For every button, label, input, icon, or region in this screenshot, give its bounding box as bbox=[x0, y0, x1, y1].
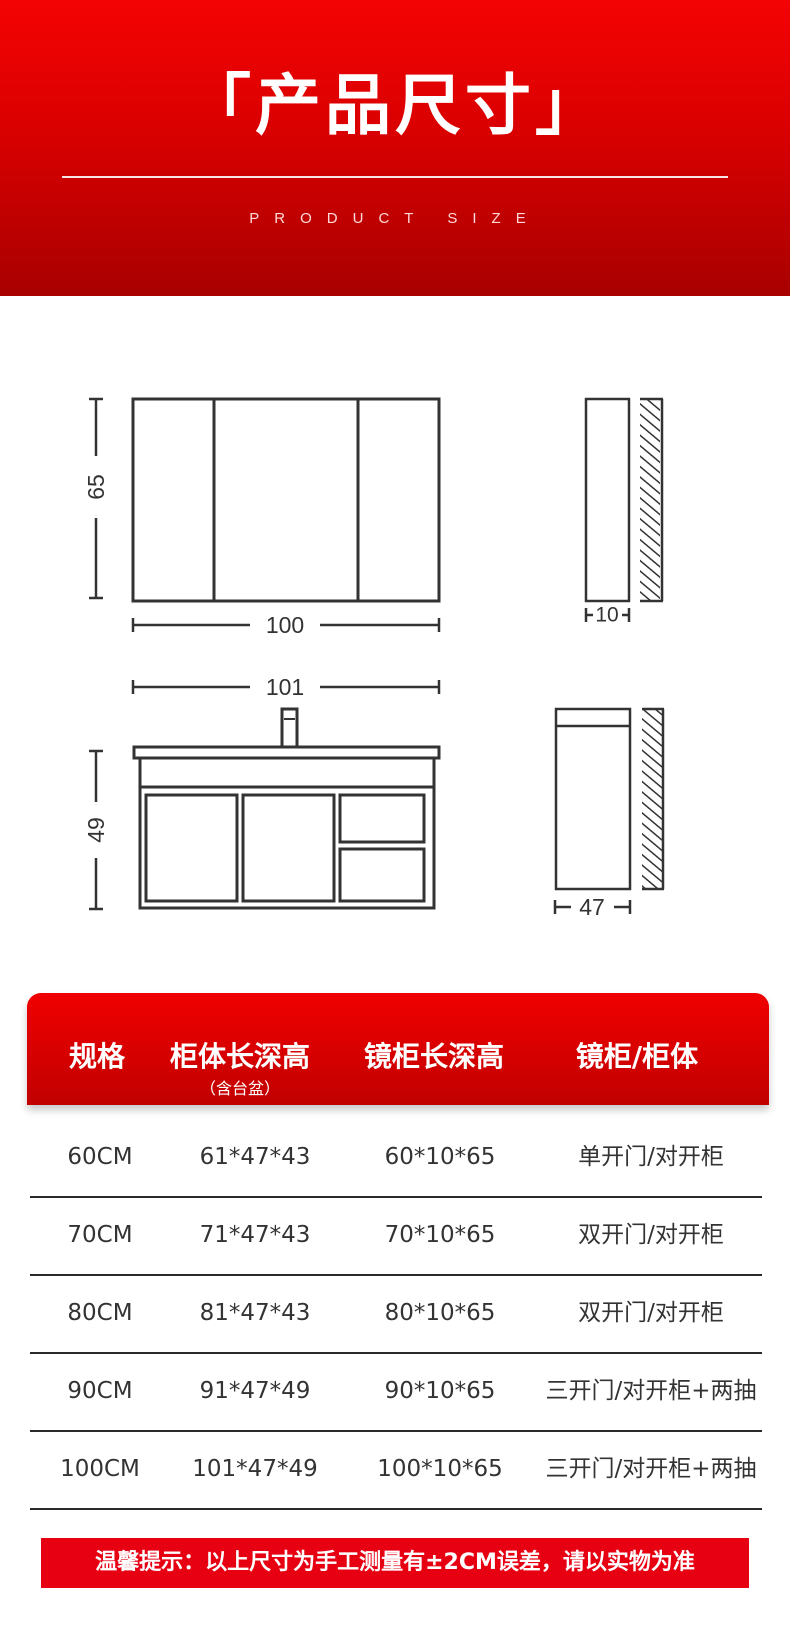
page-subtitle: PRODUCT SIZE bbox=[249, 210, 541, 227]
table-row: 70CM 71*47*43 70*10*65 双开门/对开柜 bbox=[30, 1196, 762, 1276]
cabinet-height-label: 49 bbox=[83, 817, 109, 843]
table-header-type: 镜柜/柜体 bbox=[575, 1040, 699, 1073]
page-title: 「产品尺寸」 bbox=[185, 67, 605, 144]
banner-divider bbox=[62, 176, 728, 178]
mirror-depth-dimension bbox=[584, 608, 631, 622]
mirror-height-label: 65 bbox=[83, 474, 109, 500]
cabinet-width-dimension bbox=[131, 680, 441, 694]
table-header-cabinet: 柜体长深高 （含台盆） bbox=[155, 993, 325, 1105]
product-dimension-drawing: 65 100 10 101 bbox=[83, 397, 665, 920]
table-row: 60CM 61*47*43 60*10*65 单开门/对开柜 bbox=[30, 1118, 762, 1198]
mirror-width-dimension bbox=[131, 618, 441, 632]
mirror-cabinet-front bbox=[131, 397, 441, 603]
mirror-depth-label: 10 bbox=[595, 604, 618, 627]
vanity-cabinet-side bbox=[554, 707, 665, 891]
cabinet-depth-label: 47 bbox=[579, 894, 605, 920]
cabinet-depth-dimension bbox=[553, 900, 632, 914]
table-header-spec: 规格 bbox=[68, 1040, 125, 1073]
table-row: 90CM 91*47*49 90*10*65 三开门/对开柜+两抽 bbox=[30, 1352, 762, 1432]
table-row: 100CM 101*47*49 100*10*65 三开门/对开柜+两抽 bbox=[30, 1430, 762, 1510]
mirror-width-label: 100 bbox=[266, 612, 304, 638]
table-header-mirror: 镜柜长深高 bbox=[363, 1040, 504, 1073]
cabinet-width-label: 101 bbox=[266, 674, 304, 700]
table-row: 80CM 81*47*43 80*10*65 双开门/对开柜 bbox=[30, 1274, 762, 1354]
mirror-height-dimension bbox=[89, 397, 103, 600]
measurement-notice: 温馨提示：以上尺寸为手工测量有±2CM误差，请以实物为准 bbox=[41, 1538, 749, 1588]
vanity-cabinet-front bbox=[132, 707, 441, 910]
header-banner: 「产品尺寸」 PRODUCT SIZE bbox=[0, 0, 790, 296]
mirror-cabinet-side bbox=[584, 397, 664, 603]
size-table-header: 规格 柜体长深高 （含台盆） 镜柜长深高 镜柜/柜体 bbox=[27, 993, 769, 1105]
table-header-cabinet-note: （含台盆） bbox=[199, 1079, 280, 1098]
cabinet-height-dimension bbox=[89, 749, 103, 911]
